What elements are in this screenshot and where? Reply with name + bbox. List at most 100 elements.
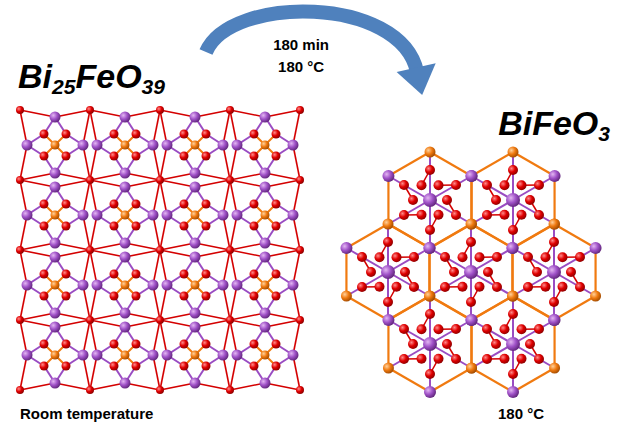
atom-bi [190,168,201,179]
atom-bi [162,140,173,151]
bond [345,248,347,296]
atom-bi [218,350,229,361]
atom-o [202,152,211,161]
bond [554,224,596,248]
bond [512,344,514,392]
atom-o [425,309,435,319]
atom-o [250,270,259,279]
atom-bi [260,252,271,263]
bond [346,248,388,272]
atom-o [110,270,119,279]
atom-fe [383,219,394,230]
bond [471,296,513,320]
atom-o [40,200,49,209]
atom-bi [466,314,478,326]
atom-o [482,210,492,220]
bond [428,248,430,296]
bond [387,224,389,272]
atom-fe [508,147,519,158]
atom-o [156,386,164,394]
bond [388,368,430,392]
atom-o [383,237,393,247]
atom-o [417,180,427,190]
atom-o [132,292,141,301]
atom-bi [288,210,299,221]
atom-bi [50,238,61,249]
atom-o [40,362,49,371]
atom-o [202,292,211,301]
atom-bi [92,210,103,221]
atom-o [296,386,304,394]
atom-bi [50,378,61,389]
bond [554,296,596,320]
atom-o [451,324,461,334]
atom-o [180,270,189,279]
atom-o [508,309,518,319]
bond [346,224,388,248]
atom-o [525,195,535,205]
atom-bi [260,378,271,389]
atom-fe [191,141,200,150]
atom-o [180,340,189,349]
bond [430,296,472,320]
atom-bi [50,252,61,263]
atom-o [62,200,71,209]
atom-bi [120,322,131,333]
atom-o [16,316,24,324]
bond [388,176,430,200]
atom-fe [51,141,60,150]
atom-o [156,106,164,114]
atom-bi [260,322,271,333]
reaction-condition: 180 min 180 °C [269,34,333,78]
atom-fe [51,351,60,360]
atom-o [566,267,576,277]
atom-o [110,340,119,349]
atom-bi [423,193,437,207]
atom-bi [190,378,201,389]
atom-fe [424,291,435,302]
atom-o [132,340,141,349]
atom-o [500,324,510,334]
bond [512,272,554,296]
bond [471,224,513,248]
bond [554,248,596,272]
atom-o [250,292,259,301]
atom-bi [78,350,89,361]
atom-o [226,106,234,114]
atom-bi [506,337,520,351]
atom-o [400,267,410,277]
atom-bi [548,314,560,326]
atom-o [86,176,94,184]
atom-o [296,316,304,324]
bond [429,248,471,272]
atom-bi [590,242,602,254]
bond [430,176,472,200]
atom-o [458,252,468,262]
atom-fe [466,219,477,230]
atom-bi [50,322,61,333]
atom-o [226,386,234,394]
atom-bi [424,386,436,398]
atom-bi [232,350,243,361]
atom-fe [383,363,394,374]
atom-bi [190,112,201,123]
bond [429,344,431,392]
atom-o [558,282,568,292]
atom-o [272,130,281,139]
atom-fe [466,219,477,230]
atom-o [534,354,544,364]
atom-bi [162,350,173,361]
atom-o [491,195,501,205]
bond [470,320,472,368]
atom-o [534,324,544,334]
atom-bi [382,170,394,182]
atom-o [226,316,234,324]
bond [388,272,430,296]
atom-fe [121,351,130,360]
bond [512,200,514,248]
condition-caption: Room temperature [20,405,153,423]
atom-bi [120,252,131,263]
atom-bi [190,182,201,193]
reaction-arrow [206,11,436,95]
atom-o [272,222,281,231]
